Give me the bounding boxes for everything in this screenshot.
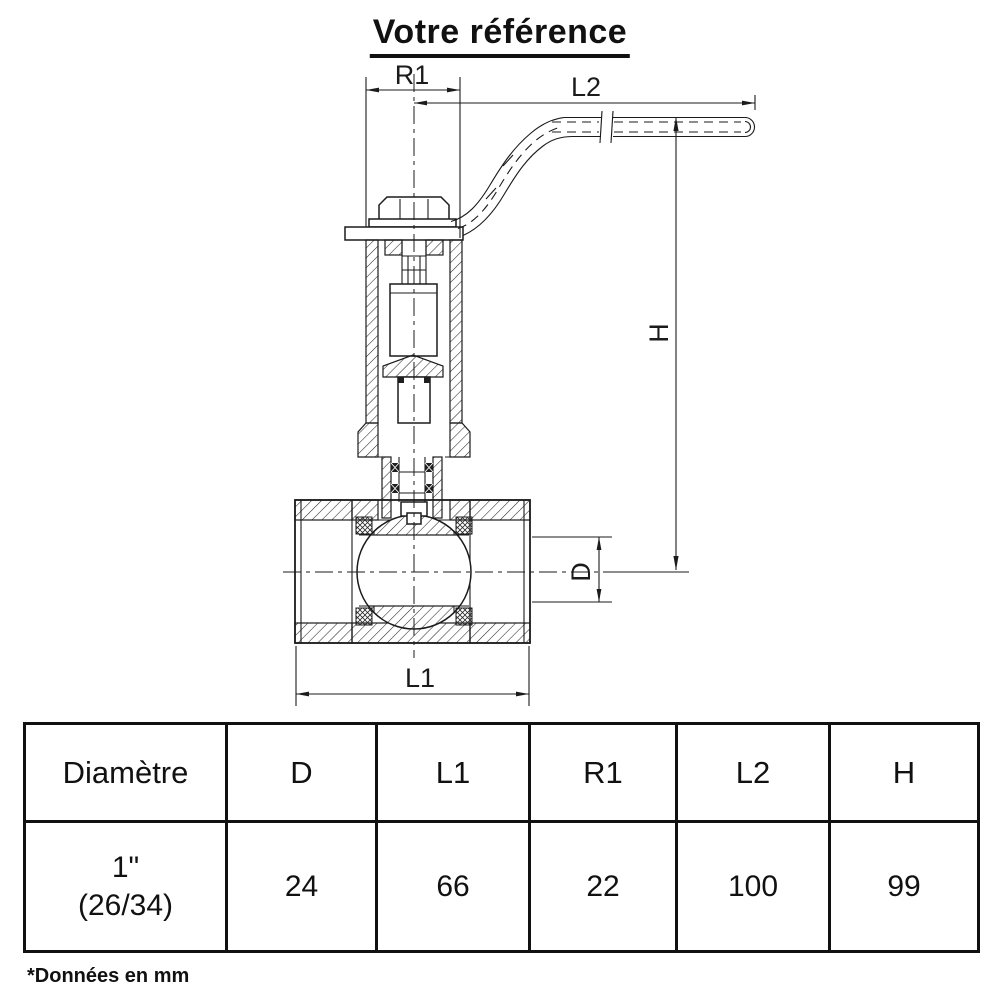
value-r1: 22 — [528, 820, 678, 953]
header-h: H — [828, 722, 980, 823]
break-line — [599, 110, 603, 144]
value-h: 99 — [828, 820, 980, 953]
dimension-h: H — [612, 117, 689, 573]
lever-handle — [450, 110, 756, 237]
page-title: Votre référence — [369, 13, 631, 58]
header-r1: R1 — [528, 722, 678, 823]
break-line — [610, 110, 614, 144]
value-diametre: 1" (26/34) — [23, 820, 228, 953]
dim-label-r1: R1 — [395, 60, 430, 90]
dimension-r1: R1 — [365, 60, 461, 238]
value-d: 24 — [225, 820, 378, 953]
stem-extension-assembly — [344, 196, 471, 525]
dim-label-h: H — [644, 323, 674, 343]
dimension-l1: L1 — [295, 646, 530, 706]
diameter-dn: (26/34) — [77, 888, 174, 922]
header-d: D — [225, 722, 378, 823]
dimensions-table: Diamètre D L1 R1 L2 H 1" (26/34) 24 66 2… — [23, 722, 980, 953]
units-footnote: *Données en mm — [27, 965, 190, 987]
header-diametre: Diamètre — [23, 722, 228, 823]
dimension-l2: L2 — [414, 72, 756, 110]
dim-label-l1: L1 — [405, 663, 435, 693]
header-l1: L1 — [375, 722, 531, 823]
handle-plate — [344, 226, 464, 241]
table-header-row: Diamètre D L1 R1 L2 H — [23, 722, 980, 823]
dimension-d: D — [532, 536, 612, 603]
dim-label-d: D — [566, 562, 596, 582]
value-l2: 100 — [675, 820, 831, 953]
diameter-inches: 1" — [111, 850, 140, 884]
o-rings — [390, 462, 434, 494]
table-value-row: 1" (26/34) 24 66 22 100 99 — [23, 820, 980, 953]
value-l1: 66 — [375, 820, 531, 953]
centerlines — [283, 74, 614, 658]
header-l2: L2 — [675, 722, 831, 823]
dim-label-l2: L2 — [571, 72, 601, 102]
